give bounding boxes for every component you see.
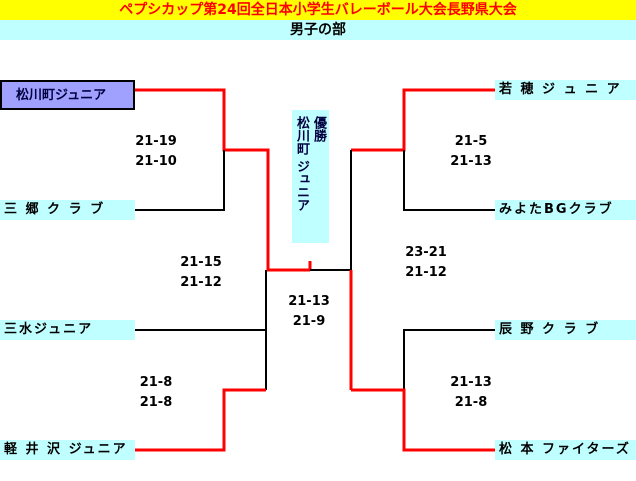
line-r2-loser: [403, 329, 495, 390]
champion-box: 優勝 松川町 ジュニア: [292, 110, 329, 243]
line-r1-loser: [403, 150, 495, 211]
team-miyota: みよたBGクラブ: [495, 200, 636, 220]
team-tatsuno: 辰 野 ク ラ ブ: [495, 320, 636, 340]
team-misato: 三 郷 ク ラ ブ: [0, 200, 135, 220]
team-matsukawa: 松川町ジュニア: [0, 80, 135, 110]
line-l1-winner: [135, 88, 310, 272]
division-title: 男子の部: [0, 20, 636, 40]
team-wakaho: 若 穂 ジ ュ ニ ア: [495, 80, 636, 100]
line-r2-winner: [351, 388, 495, 452]
line-l2-winner: [135, 388, 266, 452]
team-mimizu: 三水ジュニア: [0, 320, 135, 340]
team-matsumoto: 松 本 ファイターズ: [495, 440, 636, 460]
champion-label: 優勝: [311, 116, 326, 142]
team-karuizawa: 軽 井 沢 ジュニア: [0, 440, 135, 460]
line-l1-loser: [135, 150, 225, 211]
tournament-title: ペプシカップ第24回全日本小学生バレーボール大会長野県大会: [0, 0, 636, 20]
champion-name: 松川町 ジュニア: [294, 116, 309, 212]
line-r1-winner: [351, 88, 495, 152]
